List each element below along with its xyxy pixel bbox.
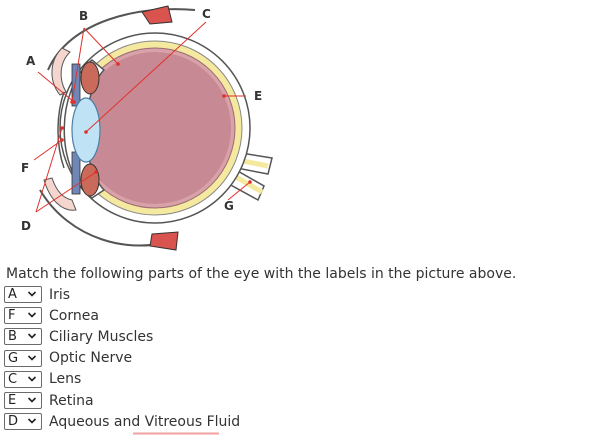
answer-row: B Ciliary Muscles xyxy=(4,326,240,347)
answer-term: Optic Nerve xyxy=(49,350,133,367)
question-prompt: Match the following parts of the eye wit… xyxy=(6,266,517,282)
chevron-down-icon xyxy=(27,333,37,340)
chevron-down-icon xyxy=(27,418,37,424)
chevron-down-icon xyxy=(27,355,37,361)
chevron-down-icon xyxy=(27,291,37,297)
label-f: F xyxy=(21,161,29,175)
spellcheck-underline xyxy=(133,432,219,435)
answer-select[interactable]: A xyxy=(4,286,42,304)
answer-row: C Lens xyxy=(4,369,240,390)
answer-list: A Iris F Cornea B Ciliary Muscles G Opti… xyxy=(4,284,241,435)
answer-term-text: Aqueous and Vitreous Fluid xyxy=(49,413,241,430)
answer-select[interactable]: F xyxy=(4,307,42,325)
chevron-down-icon xyxy=(27,376,37,382)
select-value: F xyxy=(8,308,16,324)
chevron-down-icon xyxy=(27,397,37,403)
answer-row: A Iris xyxy=(4,284,240,305)
answer-term: Lens xyxy=(49,371,82,388)
chevron-down-icon xyxy=(27,312,37,318)
label-c: C xyxy=(202,7,211,21)
answer-term: Retina xyxy=(49,392,94,409)
pointer-lines xyxy=(33,21,251,213)
answer-term: Aqueous and Vitreous Fluid xyxy=(49,413,241,435)
answer-row: D Aqueous and Vitreous Fluid xyxy=(4,411,241,435)
select-value: C xyxy=(8,371,18,387)
answer-term: Ciliary Muscles xyxy=(49,328,154,345)
select-value: D xyxy=(8,414,19,430)
lens xyxy=(71,97,101,163)
answer-select[interactable]: D xyxy=(4,413,42,431)
label-a: A xyxy=(26,54,36,68)
answer-select[interactable]: E xyxy=(4,392,42,410)
label-e: E xyxy=(254,89,262,103)
label-b: B xyxy=(79,9,88,23)
answer-row: E Retina xyxy=(4,390,240,411)
lower-muscle xyxy=(149,231,179,251)
answer-term: Iris xyxy=(49,286,71,303)
answer-select[interactable]: C xyxy=(4,370,42,388)
vitreous-body xyxy=(79,52,231,204)
eye-diagram-svg: A B C D E F G xyxy=(21,5,273,251)
answer-select[interactable]: G xyxy=(4,349,42,367)
answer-row: F Cornea xyxy=(4,305,240,326)
upper-muscle xyxy=(141,5,173,25)
answer-row: G Optic Nerve xyxy=(4,348,240,369)
eye-diagram: A B C D E F G xyxy=(0,0,300,262)
label-g: G xyxy=(224,199,234,213)
answer-select[interactable]: B xyxy=(4,328,42,346)
select-value: G xyxy=(8,350,19,366)
select-value: E xyxy=(8,393,17,409)
select-value: A xyxy=(8,287,17,303)
answer-term: Cornea xyxy=(49,307,99,324)
label-d: D xyxy=(21,219,31,233)
select-value: B xyxy=(8,329,17,345)
